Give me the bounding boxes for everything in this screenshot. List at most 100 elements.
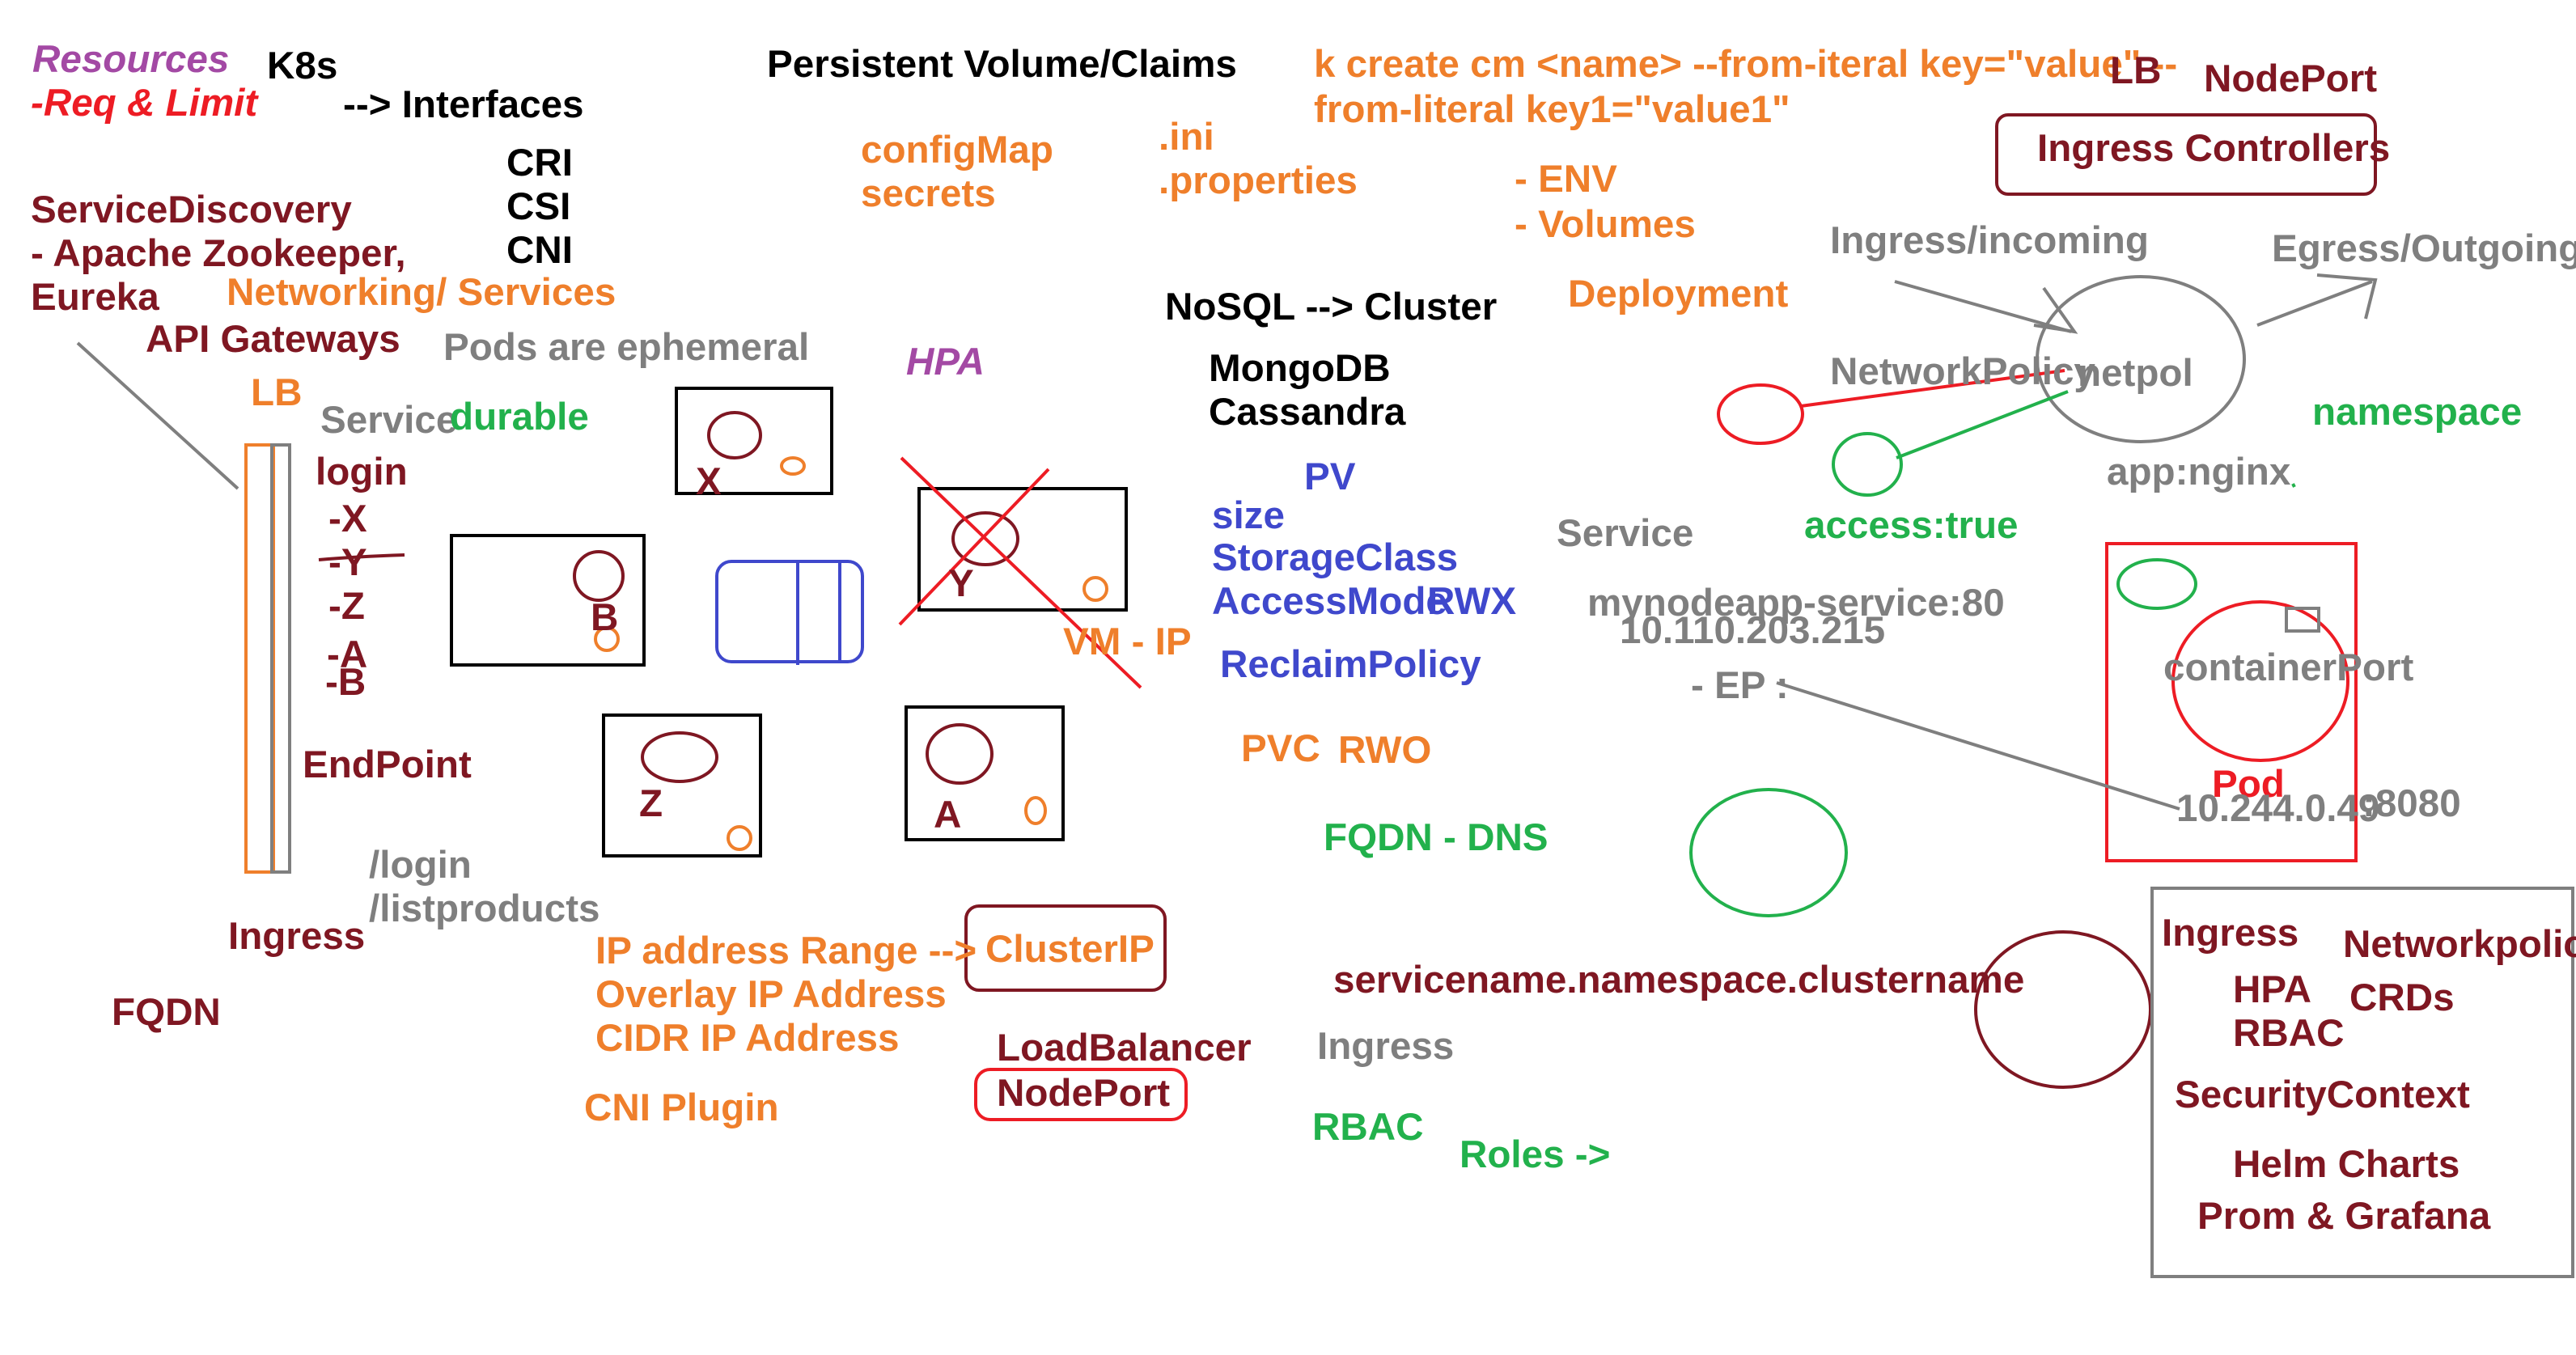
container-port-label: containerPort [2163, 646, 2414, 690]
durable-label: durable [450, 396, 589, 439]
ep-to-pod-line [1776, 681, 2180, 811]
list-hpa-label: HPA [2233, 968, 2311, 1012]
cni-plugin-label: CNI Plugin [584, 1086, 779, 1130]
egress-outgoing-label: Egress/Outgoing [2272, 227, 2576, 271]
a-item-label: -A [327, 633, 368, 677]
rwo-label: RWO [1338, 729, 1432, 773]
network-policy-label: NetworkPolicy [1830, 350, 2095, 394]
login-label: login [316, 451, 408, 494]
roles-label: Roles -> [1460, 1133, 1611, 1177]
ip-range-label: IP address Range --> [595, 929, 977, 973]
pod-box-x [675, 387, 833, 495]
clusterip-label: ClusterIP [985, 928, 1155, 972]
pod-box-a [905, 705, 1065, 841]
green-dot [2291, 483, 2296, 488]
pod-box-y [917, 487, 1128, 612]
pod-label-green-ellipse [2116, 558, 2197, 610]
list-security-context-label: SecurityContext [2175, 1073, 2470, 1117]
pod-box-b [450, 534, 646, 667]
app-nginx-label: app:nginx [2107, 451, 2291, 494]
pod-z-container-circle [641, 731, 718, 783]
fqdn-dns-label: FQDN - DNS [1324, 816, 1549, 860]
cm-command-line2: from-literal key1="value1" [1314, 88, 1790, 132]
netpol-circle [2036, 275, 2246, 443]
ingress-mid-label: Ingress [1317, 1025, 1455, 1069]
box-z-label: Z [639, 782, 663, 826]
cassandra-label: Cassandra [1209, 391, 1406, 434]
box-y-label: Y [948, 562, 974, 606]
ingress-gray-bar [270, 443, 291, 874]
clusterip-box [964, 904, 1167, 992]
pod-b-container-circle [573, 550, 625, 602]
policy-red-line [1800, 369, 2065, 408]
k8s-label: K8s [267, 44, 338, 88]
box-x-label: X [696, 460, 722, 504]
pod-x-small-circle [780, 456, 806, 476]
secrets-label: secrets [861, 172, 996, 216]
properties-label: .properties [1159, 159, 1358, 203]
pod-port-label: :8080 [2362, 782, 2461, 826]
service-discovery-label: ServiceDiscovery [31, 188, 352, 232]
api-gateways-label: API Gateways [146, 318, 400, 362]
pod-y-container-circle [951, 511, 1019, 566]
access-true-label: access:true [1804, 504, 2019, 548]
box-a-label: A [934, 794, 962, 837]
cm-command-line1: k create cm <name> --from-iteral key="va… [1314, 43, 2178, 87]
pvc-label: PVC [1241, 727, 1320, 771]
apache-zookeeper-label: - Apache Zookeeper, [31, 232, 406, 276]
pv-label: PV [1304, 455, 1356, 499]
pod-container-circle [2171, 600, 2349, 762]
reclaim-policy-label: ReclaimPolicy [1220, 643, 1481, 687]
nodeport-bottom-label: NodePort [997, 1072, 1171, 1116]
x-item-label: -X [328, 498, 367, 541]
rwx-label: RWX [1427, 580, 1517, 624]
access-green-ellipse [1832, 432, 1903, 497]
container-port-square [2285, 607, 2320, 633]
configmap-label: configMap [861, 129, 1053, 172]
size-label: size [1212, 494, 1285, 538]
list-networkpolicy-label: Networkpolicy [2343, 923, 2576, 967]
path-listproducts-label: /listproducts [369, 887, 600, 931]
path-login-label: /login [369, 844, 472, 887]
csi-label: CSI [506, 185, 571, 229]
service-fqdn-label: servicename.namespace.clustername [1333, 959, 2025, 1002]
service-left-label: Service [320, 399, 458, 442]
ingress-arrow-line [1894, 280, 2072, 333]
list-helm-charts-label: Helm Charts [2233, 1143, 2460, 1187]
ingress-controllers-box [1995, 113, 2377, 196]
left-diagonal-line [76, 341, 239, 490]
lb-orange-bar [244, 443, 275, 874]
cross-out-line-1 [900, 456, 1142, 689]
access-green-line [1896, 390, 2069, 459]
z-item-label: -Z [328, 585, 365, 629]
pod-b-small-circle [594, 626, 620, 652]
ini-label: .ini [1159, 116, 1214, 159]
ingress-incoming-label: Ingress/incoming [1830, 219, 2149, 263]
cidr-ip-label: CIDR IP Address [595, 1017, 900, 1061]
topics-list-box [2150, 887, 2574, 1278]
req-limit-label: -Req & Limit [31, 82, 258, 125]
service-ip-label: 10.110.203.215 [1620, 609, 1886, 653]
pod-label: Pod [2212, 763, 2285, 807]
cri-label: CRI [506, 142, 573, 185]
strike-y-line [318, 553, 405, 561]
deployment-label: Deployment [1568, 273, 1789, 316]
egress-arrow-line [2256, 280, 2373, 327]
resources-label: Resources [32, 38, 230, 82]
y-item-label: -Y [328, 541, 367, 585]
overlay-ip-label: Overlay IP Address [595, 973, 947, 1017]
nodeport-box [974, 1068, 1188, 1121]
list-ingress-label: Ingress [2162, 912, 2299, 955]
pod-a-container-circle [926, 723, 994, 785]
interfaces-label: --> Interfaces [343, 83, 584, 127]
volumes-label: - Volumes [1515, 203, 1696, 247]
list-crds-label: CRDs [2349, 976, 2455, 1020]
cross-out-line-2 [898, 468, 1050, 626]
pod-z-small-circle [727, 825, 752, 851]
access-mode-label: AccessMode [1212, 580, 1447, 624]
cni-label: CNI [506, 229, 573, 273]
green-circle [1689, 788, 1848, 917]
ingress-arrow-head [2033, 286, 2078, 334]
pod-y-small-circle [1083, 576, 1108, 602]
vm-ip-label: VM - IP [1063, 620, 1192, 664]
